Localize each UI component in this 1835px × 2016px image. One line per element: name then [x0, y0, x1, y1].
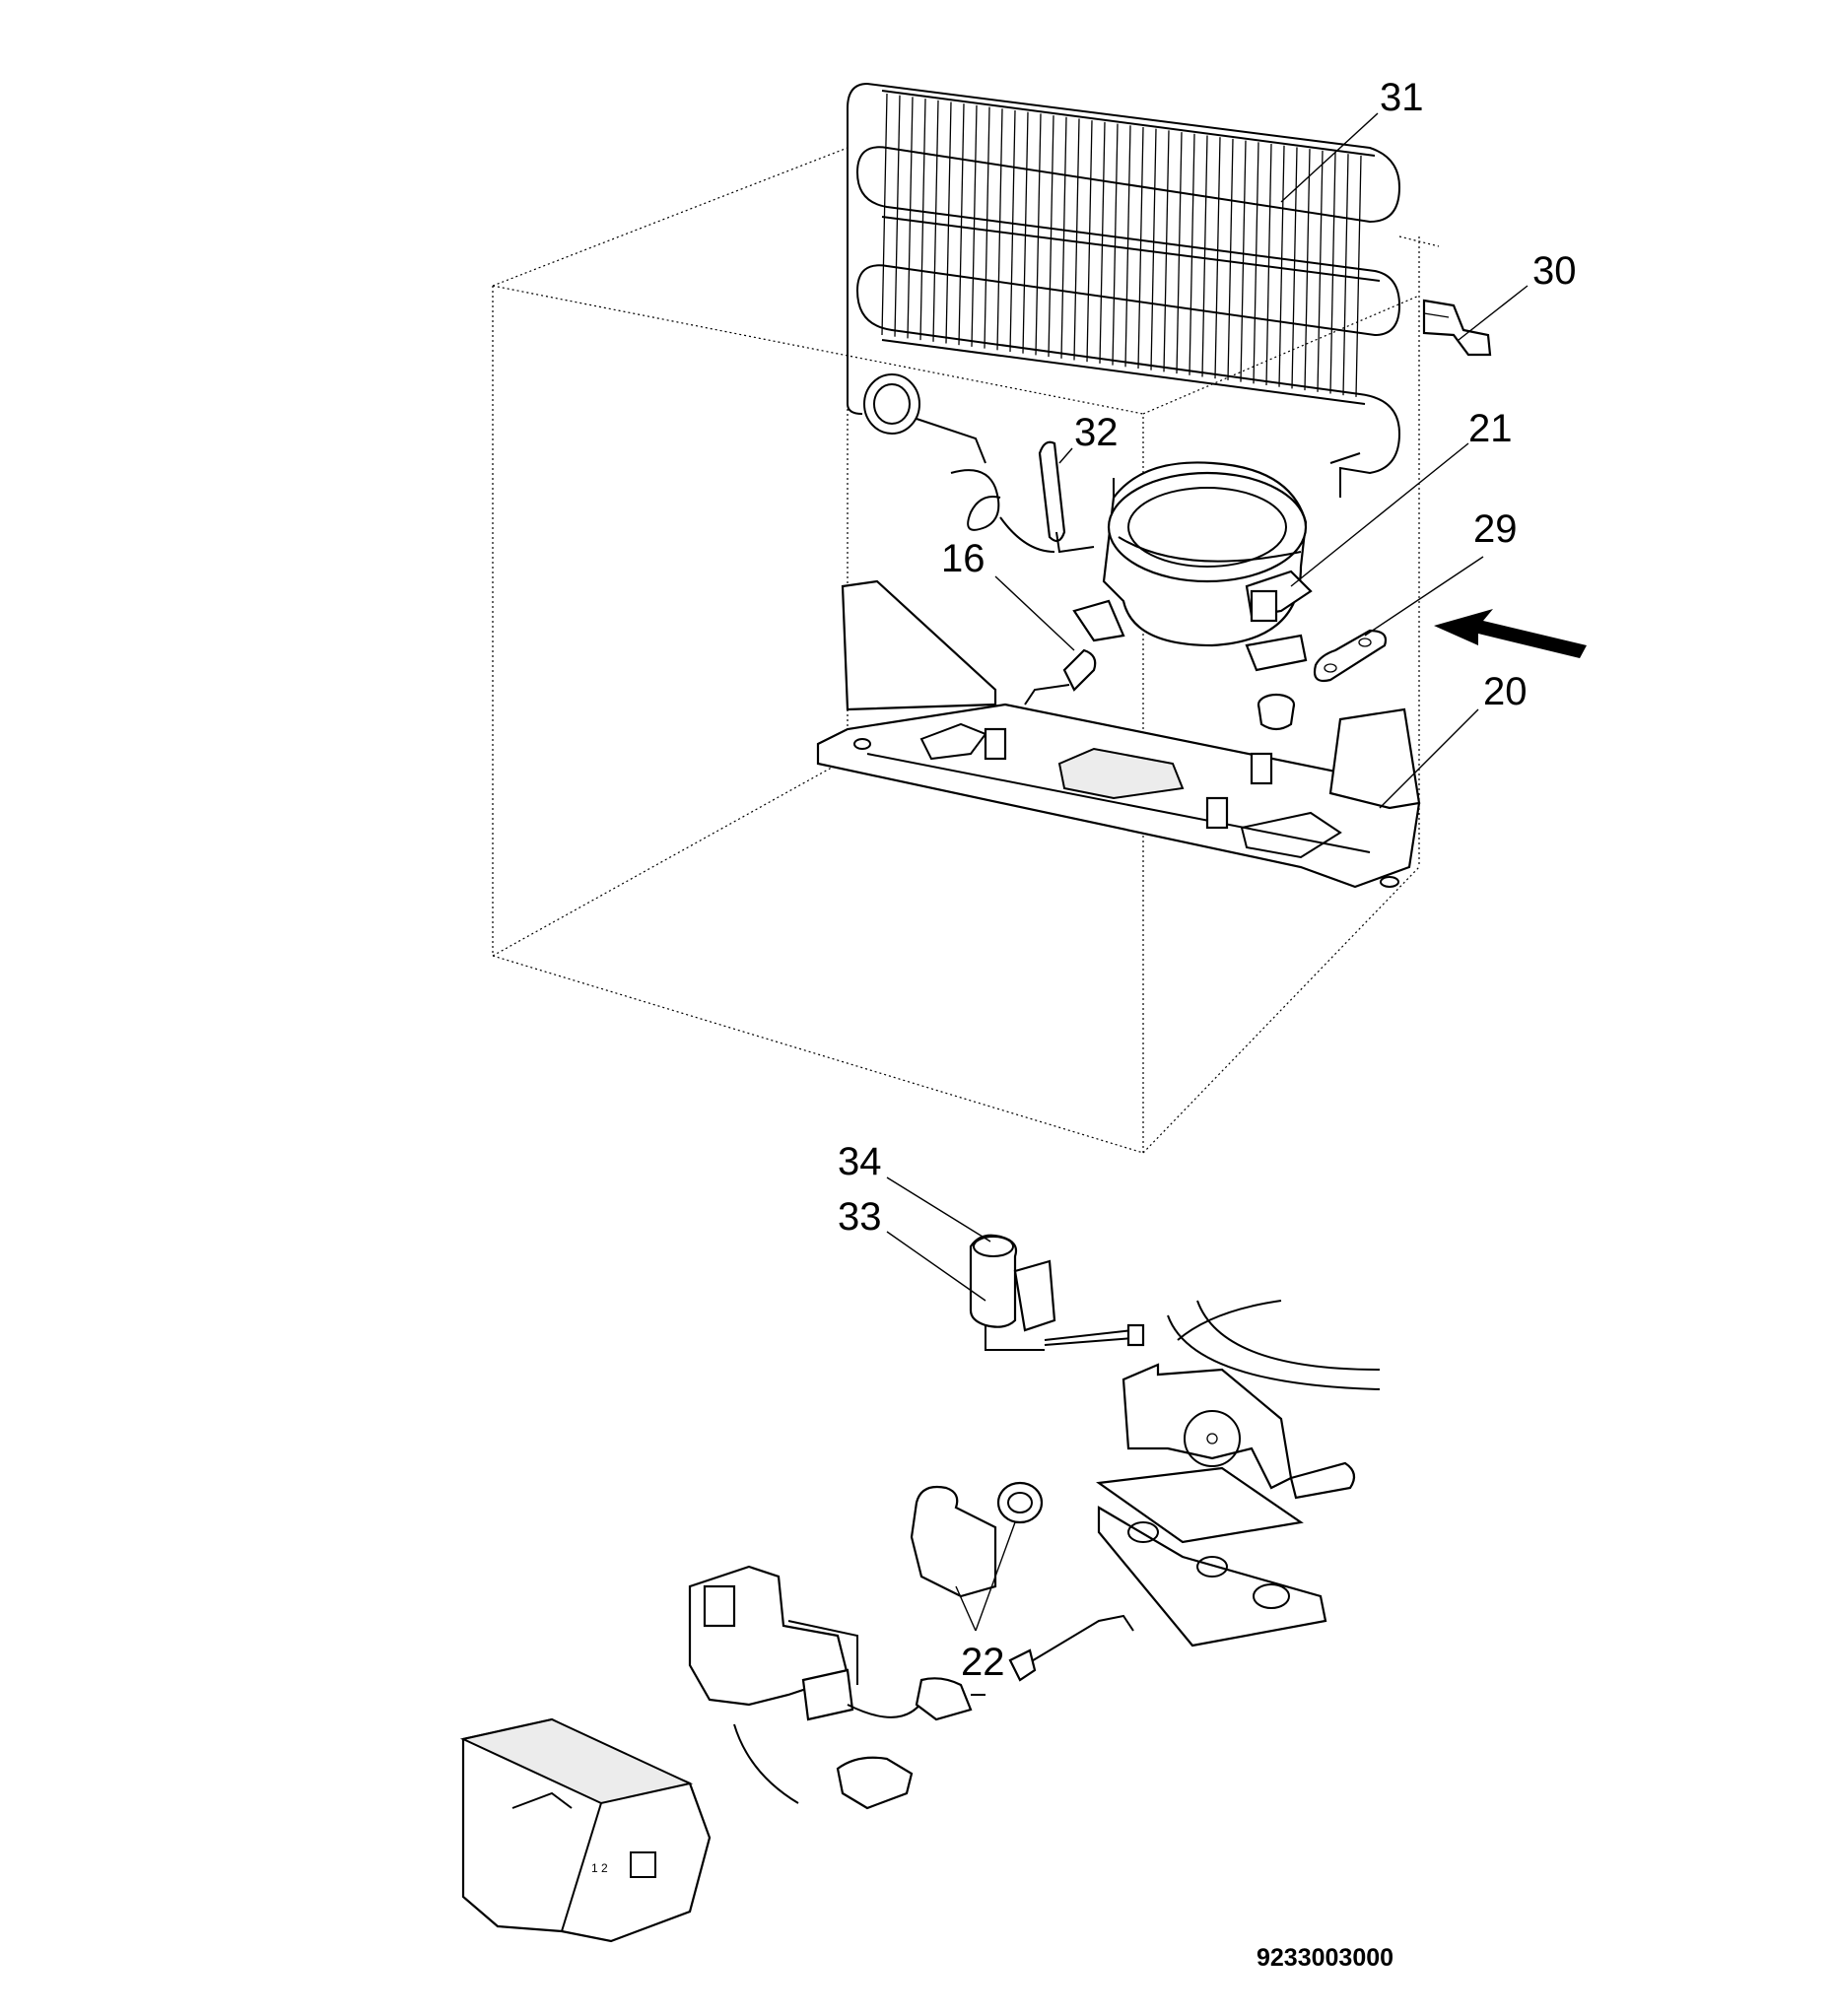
- condenser-wire: [881, 93, 888, 336]
- overload-protector: [910, 1481, 1044, 1598]
- condenser-wire: [907, 97, 914, 339]
- drier-filter: [950, 440, 1095, 554]
- starting-capacitor: [969, 1234, 1145, 1351]
- callout-16: 16: [941, 537, 985, 580]
- condenser-wire: [1150, 128, 1157, 370]
- condenser-wire: [1022, 111, 1029, 354]
- condenser-wire: [1099, 121, 1106, 364]
- condenser-wire: [984, 106, 990, 349]
- condenser-wire: [1060, 116, 1067, 359]
- cabinet-outline: [492, 147, 1440, 1154]
- condenser-wire: [1291, 147, 1298, 389]
- condenser-wires: [881, 93, 1362, 397]
- mounting-plate: [1313, 629, 1388, 683]
- condenser-wire: [1329, 152, 1336, 394]
- compressor-terminal-bracket: [1096, 1300, 1381, 1647]
- condenser-wire: [1124, 125, 1131, 368]
- condenser-wire: [1240, 140, 1247, 382]
- condenser-wire: [996, 108, 1003, 351]
- condenser-wire: [1227, 138, 1234, 380]
- condenser-wire: [1201, 135, 1208, 377]
- callout-20: 20: [1483, 670, 1528, 713]
- condenser-wire: [1035, 113, 1042, 356]
- condenser-wire: [919, 99, 926, 341]
- condenser-wire: [1112, 123, 1119, 366]
- condenser-wire: [1048, 115, 1054, 358]
- condenser-wire: [1317, 150, 1324, 392]
- condenser-wire: [1073, 118, 1080, 361]
- condenser-wire: [1265, 143, 1272, 386]
- condenser-wire: [1342, 154, 1349, 396]
- condenser-wire: [1253, 142, 1259, 384]
- relay-harness: [688, 1565, 1134, 1810]
- condenser-wire: [1086, 120, 1093, 363]
- condenser-bracket: [1422, 299, 1492, 357]
- callout-29: 29: [1473, 507, 1518, 551]
- condenser-wire: [958, 103, 965, 346]
- leader-lines: [886, 112, 1529, 1632]
- compressor: [1072, 452, 1361, 672]
- condenser-wire: [894, 95, 901, 337]
- callout-33: 33: [838, 1195, 882, 1239]
- condenser-coil: [847, 83, 1401, 498]
- condenser-wire: [1214, 137, 1221, 379]
- callout-34: 34: [838, 1140, 882, 1183]
- callout-32: 32: [1074, 411, 1119, 454]
- condenser-wire: [971, 104, 978, 347]
- condenser-wire: [945, 101, 952, 344]
- condenser-wire: [1304, 149, 1311, 391]
- direction-arrow: [1434, 609, 1587, 658]
- condenser-wire: [1009, 109, 1016, 353]
- callout-labels: 31 30 32 21 29 16 20 34 33 22: [838, 76, 1577, 1684]
- condenser-wire: [1278, 145, 1285, 387]
- condenser-wire: [1176, 132, 1183, 374]
- callout-31: 31: [1380, 76, 1424, 119]
- callout-21: 21: [1468, 407, 1513, 450]
- document-code: 9233003000: [1257, 1944, 1393, 1972]
- rubber-grommet: [1257, 693, 1296, 731]
- condenser-wire: [1163, 130, 1170, 372]
- svg-text:1 2: 1 2: [591, 1861, 608, 1875]
- condenser-wire: [932, 100, 939, 342]
- condenser-wire: [1355, 155, 1362, 397]
- condenser-wire: [1137, 126, 1144, 370]
- callout-22: 22: [961, 1641, 1005, 1684]
- condenser-wire: [1189, 133, 1195, 375]
- callout-30: 30: [1532, 249, 1577, 293]
- compressor-base-frame: [816, 579, 1421, 889]
- relay-cover: 1 2: [459, 1717, 712, 1943]
- process-valve: [1024, 648, 1097, 706]
